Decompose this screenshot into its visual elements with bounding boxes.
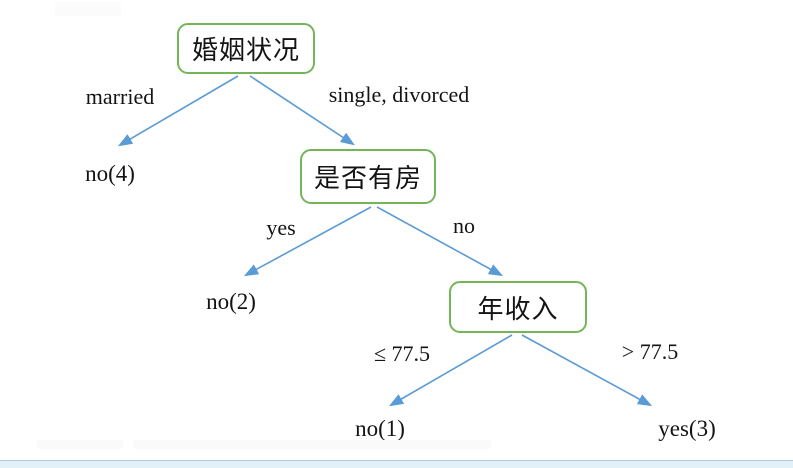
- edge-label-yes: yes: [266, 215, 296, 240]
- node-annual-income: 年收入: [449, 281, 587, 333]
- node-owns-house: 是否有房: [300, 149, 436, 204]
- edge-line-no: [376, 206, 504, 277]
- edge-line-income-gt: [521, 334, 653, 407]
- edge-label-income-le: ≤ 77.5: [373, 341, 431, 366]
- leaf-no1: no(1): [355, 416, 405, 441]
- faint-band-left: [36, 440, 124, 449]
- node-marital-status-label: 婚姻状况: [191, 36, 300, 65]
- faint-band-center: [133, 440, 492, 449]
- leaf-no4: no(4): [85, 161, 135, 186]
- node-owns-house-label: 是否有房: [313, 164, 422, 193]
- edge-line-income-le: [388, 334, 513, 407]
- edge-line-yes: [243, 206, 372, 277]
- edge-label-single-divorced: single, divorced: [328, 82, 470, 107]
- node-marital-status: 婚姻状况: [177, 23, 315, 74]
- watermark-artifact: [55, 2, 121, 16]
- edge-line-married: [117, 75, 239, 147]
- edge-label-income-gt: > 77.5: [621, 339, 679, 364]
- edge-line-single-divorced: [249, 75, 356, 146]
- bottom-edge-bar: [0, 460, 793, 468]
- leaf-no2: no(2): [206, 289, 256, 314]
- edge-label-no: no: [453, 213, 475, 238]
- leaf-yes3: yes(3): [658, 416, 716, 441]
- edge-label-married: married: [85, 84, 155, 109]
- node-annual-income-label: 年收入: [477, 294, 559, 324]
